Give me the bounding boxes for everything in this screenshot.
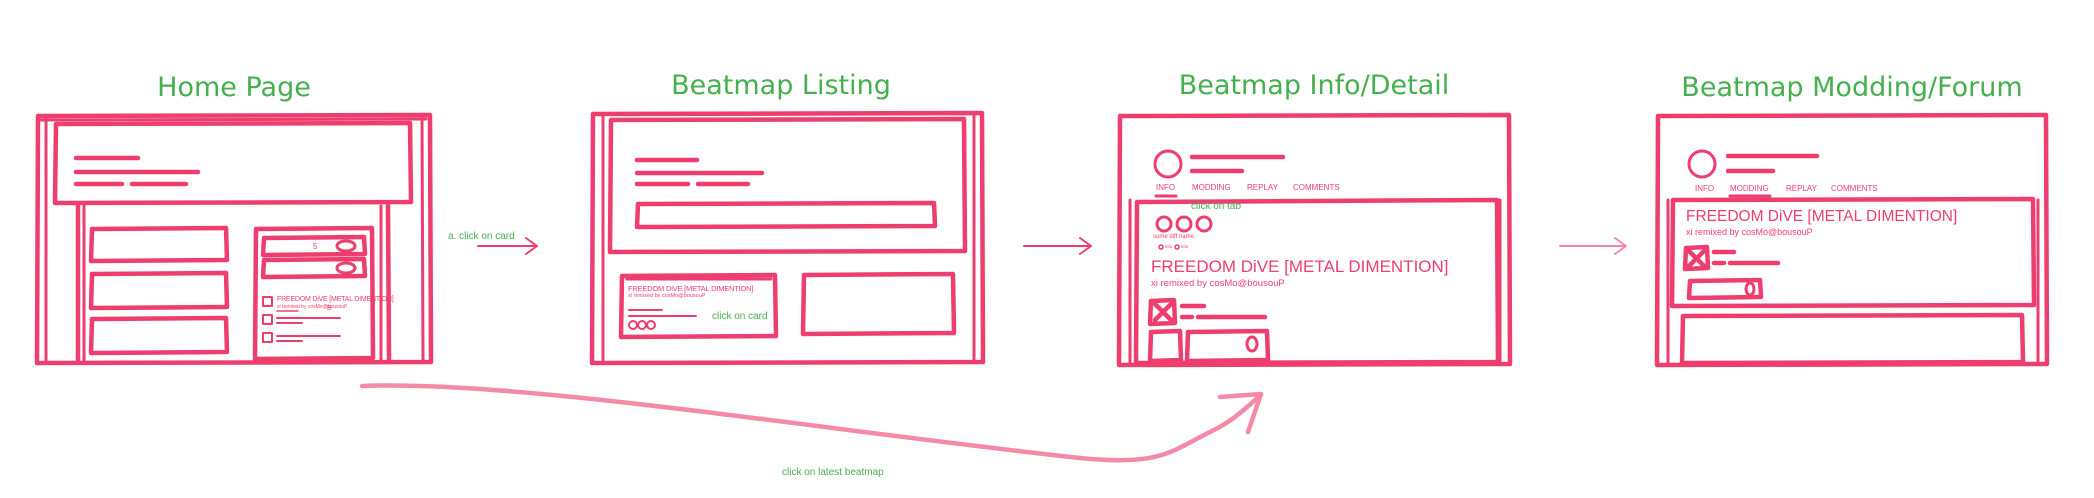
frame-title-listing: Beatmap Listing [671,70,891,101]
modding-tab-info[interactable]: INFO [1695,184,1715,193]
home-card [88,225,230,264]
detail-x-cross [1152,301,1174,323]
detail-song-title: FREEDOM DiVE [METAL DIMENTION] [1151,257,1449,276]
detail-button [1147,328,1184,364]
home-list-thumb [262,314,273,325]
home-hero-box [52,120,414,206]
modding-song-artist: xi remixed by cosMo@bousouP [1686,227,1813,237]
home-sidebar-widget [260,234,368,258]
modding-button [1686,277,1764,301]
annotation-listing-click-on-card: click on card [712,311,768,322]
detail-stat-a: info [1165,244,1173,249]
home-list-title: FREEDOM DiVE [METAL DIMENTION] [277,296,394,303]
detail-content-box [1133,197,1501,366]
detail-stat-b: info [1181,244,1189,249]
modding-post-box [1669,196,2037,309]
modding-reply-box [1679,312,2026,366]
modding-x-box [1682,244,1711,272]
annotation-click-on-card: a. click on card [448,231,515,242]
beatmap-listing-frame [589,110,986,366]
detail-avatar [1153,149,1183,179]
annotation-click-on-latest-beatmap: click on latest beatmap [782,467,884,478]
frame-title-detail: Beatmap Info/Detail [1178,70,1450,101]
home-page-frame [34,112,434,366]
home-sidebar-widget [260,256,368,280]
listing-card-subtitle: xi remixed by cosMo@bousouP [628,293,706,299]
home-card [88,315,230,356]
home-card-number: 5 [313,242,318,251]
modding-avatar [1687,149,1717,179]
home-list-badge: B [327,305,332,312]
arrow-home-to-listing [477,237,538,255]
modding-x-cross [1686,248,1707,269]
home-list-thumb [262,332,273,343]
beatmap-modding-frame [1654,112,2050,368]
listing-header-box [607,116,968,255]
listing-card-title: FREEDOM DiVE [METAL DIMENTION] [628,284,754,293]
detail-diff-name: some diff name [1153,234,1194,240]
detail-tab-replay[interactable]: REPLAY [1247,183,1278,192]
detail-tab-comments[interactable]: COMMENTS [1293,183,1340,192]
listing-card [618,272,779,340]
home-sidebar [252,225,376,362]
detail-tab-modding[interactable]: MODDING [1192,183,1231,192]
detail-x-box [1147,297,1178,327]
detail-download-button [1184,328,1271,364]
listing-search-bar [634,200,938,230]
arrow-listing-to-detail [1023,237,1092,255]
arrow-detail-to-modding [1559,237,1627,255]
listing-card [800,271,957,337]
beatmap-detail-frame [1116,112,1513,368]
modding-tab-modding[interactable]: MODDING [1730,184,1769,193]
detail-song-artist: xi remixed by cosMo@bousouP [1151,278,1285,289]
arrow-latest-beatmap [359,383,1264,463]
frame-title-home: Home Page [157,72,311,103]
home-list-thumb [262,296,273,307]
home-list-subtitle: xi remixed by cosMo@bousouP [277,304,348,310]
home-card [88,270,230,311]
modding-tab-replay[interactable]: REPLAY [1786,184,1817,193]
frame-title-modding: Beatmap Modding/Forum [1681,72,2023,103]
modding-tab-comments[interactable]: COMMENTS [1831,184,1878,193]
modding-song-title: FREEDOM DiVE [METAL DIMENTION] [1686,208,1958,225]
detail-tab-info[interactable]: INFO [1156,183,1176,192]
annotation-click-on-tab: click on tab [1191,201,1242,212]
